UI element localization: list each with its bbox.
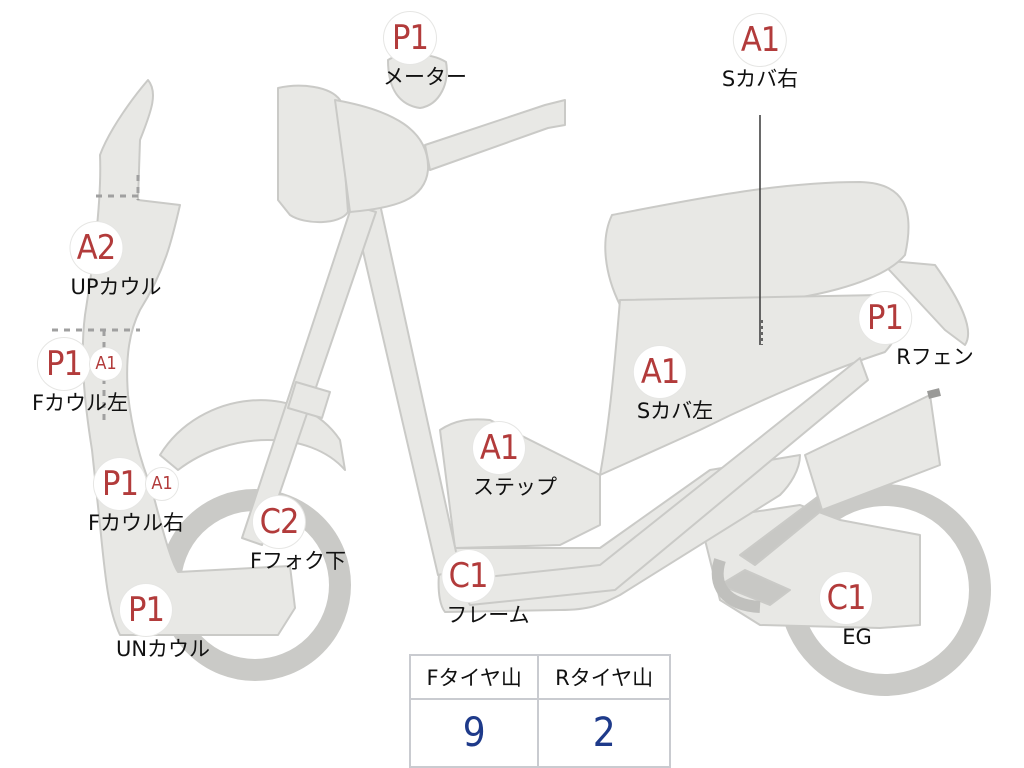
part-name: Fフォク下 <box>249 549 347 573</box>
headlight-cowl-edge <box>334 99 430 213</box>
tire-tread-table: Fタイヤ山 Rタイヤ山 9 2 <box>408 654 671 768</box>
callout-meter: P1 メーター <box>353 12 467 90</box>
grade-badge: P1 <box>38 338 90 390</box>
grade-badge: C2 <box>253 496 305 548</box>
rear-shock-rod <box>927 388 941 399</box>
frame-tube <box>457 357 869 606</box>
part-name: EG <box>842 625 872 649</box>
callout-frame: C1 フレーム <box>442 550 530 628</box>
grade-badge: P1 <box>384 12 436 64</box>
tire-tread-value-row: 9 2 <box>408 698 671 768</box>
callout-up-cowl: A2 UPカウル <box>69 222 162 300</box>
part-name: Sカバ左 <box>636 399 714 423</box>
grade-badge: P1 <box>859 292 911 344</box>
callout-f-cowl-right: P1 A1 Fカウル右 <box>88 458 184 536</box>
callout-f-cowl-left: P1 A1 Fカウル左 <box>32 338 128 416</box>
rear-tire-tread-header: Rタイヤ山 <box>537 654 671 700</box>
exhaust-curve <box>711 558 761 613</box>
handlebar <box>424 99 566 171</box>
front-tire-tread-value: 9 <box>408 698 540 768</box>
fork-collar <box>287 381 331 419</box>
callout-s-cover-right: A1 Sカバ右 <box>722 14 798 92</box>
callout-step: A1 ステップ <box>473 422 557 500</box>
grade-badge: P1 <box>120 584 172 636</box>
part-name: ステップ <box>473 475 557 499</box>
part-name: Fカウル右 <box>87 511 185 535</box>
grade-badge: C1 <box>442 550 494 602</box>
grade-badge: A1 <box>473 422 525 474</box>
callout-engine: C1 EG <box>820 572 872 650</box>
seat <box>604 181 910 306</box>
part-name: UPカウル <box>70 275 162 299</box>
grade-badge: C1 <box>820 572 872 624</box>
grade-badge-secondary: A1 <box>90 348 122 380</box>
part-name: フレーム <box>446 603 530 627</box>
grade-badge-secondary: A1 <box>146 468 178 500</box>
callout-f-fork-lower: C2 Fフォク下 <box>250 496 346 574</box>
steering-column <box>349 194 461 576</box>
part-name: Sカバ右 <box>721 67 799 91</box>
rear-fender <box>879 259 970 346</box>
callout-un-cowl: P1 UNカウル <box>116 584 210 662</box>
headlight-cowl <box>277 84 349 224</box>
front-tire-tread-header: Fタイヤ山 <box>408 654 540 700</box>
callout-r-fender: P1 Rフェン <box>859 292 974 370</box>
rear-shock <box>804 394 941 511</box>
grade-badge: P1 <box>94 458 146 510</box>
tire-tread-header-row: Fタイヤ山 Rタイヤ山 <box>408 654 671 700</box>
front-fork <box>241 204 377 546</box>
part-name: UNカウル <box>115 637 211 661</box>
rear-tire-tread-value: 2 <box>537 698 671 768</box>
callout-s-cover-left: A1 Sカバ左 <box>634 346 714 424</box>
exhaust-pipe <box>719 569 791 606</box>
part-name: Fカウル左 <box>31 391 129 415</box>
grade-badge: A1 <box>734 14 786 66</box>
grade-badge: A1 <box>634 346 686 398</box>
grade-badge: A2 <box>69 222 122 274</box>
part-name: Rフェン <box>896 345 974 369</box>
part-name: メーター <box>383 65 467 89</box>
